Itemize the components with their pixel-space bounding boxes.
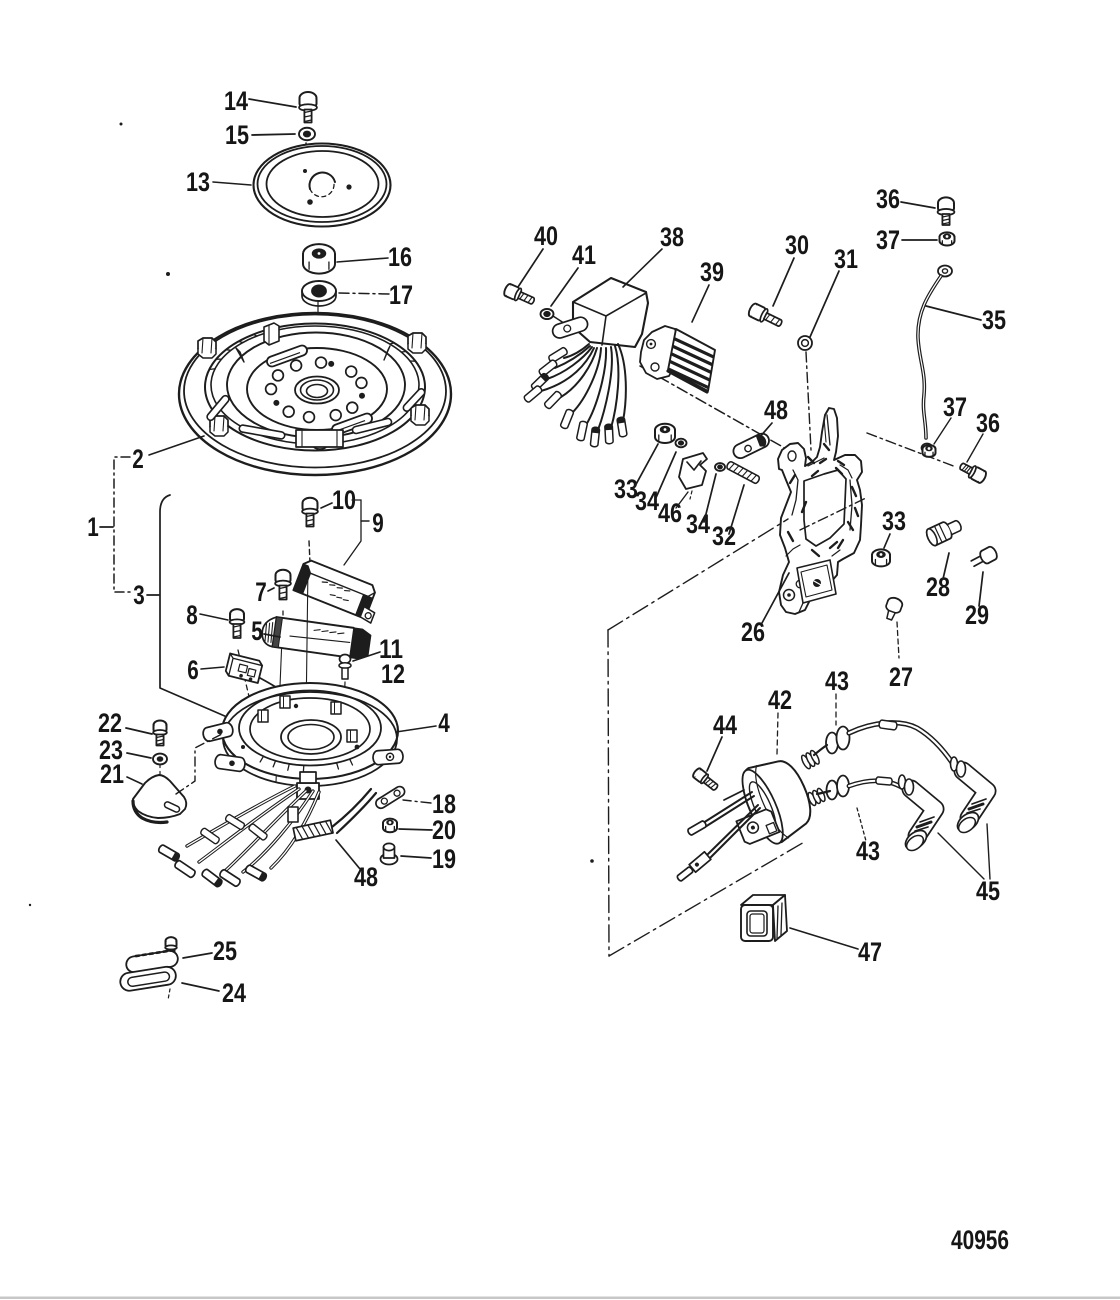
- svg-text:19: 19: [432, 844, 456, 874]
- svg-text:8: 8: [186, 600, 198, 630]
- svg-text:47: 47: [858, 937, 882, 967]
- svg-text:48: 48: [764, 395, 788, 425]
- svg-text:43: 43: [825, 666, 849, 696]
- svg-text:17: 17: [389, 280, 413, 310]
- svg-text:27: 27: [889, 662, 913, 692]
- svg-text:43: 43: [856, 836, 880, 866]
- svg-text:45: 45: [976, 876, 1000, 906]
- svg-text:33: 33: [882, 506, 906, 536]
- svg-text:5: 5: [251, 616, 263, 646]
- svg-text:1: 1: [87, 512, 99, 542]
- svg-text:11: 11: [379, 634, 403, 664]
- svg-text:26: 26: [741, 617, 765, 647]
- svg-text:35: 35: [982, 305, 1006, 335]
- svg-text:2: 2: [132, 444, 144, 474]
- svg-text:12: 12: [381, 659, 405, 689]
- svg-text:36: 36: [976, 408, 1000, 438]
- svg-text:39: 39: [700, 257, 724, 287]
- svg-text:21: 21: [100, 759, 124, 789]
- svg-text:14: 14: [224, 86, 248, 116]
- svg-text:37: 37: [943, 392, 967, 422]
- svg-text:38: 38: [660, 222, 684, 252]
- svg-text:6: 6: [187, 655, 199, 685]
- svg-text:41: 41: [572, 240, 596, 270]
- svg-text:40: 40: [534, 221, 558, 251]
- svg-text:20: 20: [432, 815, 456, 845]
- svg-text:34: 34: [635, 486, 659, 516]
- svg-text:36: 36: [876, 184, 900, 214]
- svg-text:23: 23: [99, 735, 123, 765]
- svg-text:44: 44: [713, 710, 737, 740]
- svg-text:22: 22: [98, 708, 122, 738]
- svg-text:29: 29: [965, 600, 989, 630]
- svg-text:37: 37: [876, 225, 900, 255]
- svg-text:33: 33: [614, 474, 638, 504]
- svg-text:16: 16: [388, 242, 412, 272]
- svg-text:42: 42: [768, 685, 792, 715]
- svg-text:30: 30: [785, 230, 809, 260]
- svg-text:31: 31: [834, 244, 858, 274]
- svg-text:13: 13: [186, 167, 210, 197]
- svg-text:7: 7: [255, 577, 267, 607]
- svg-text:46: 46: [658, 498, 682, 528]
- svg-text:3: 3: [133, 580, 145, 610]
- svg-text:25: 25: [213, 936, 237, 966]
- svg-text:18: 18: [432, 789, 456, 819]
- svg-text:15: 15: [225, 120, 249, 150]
- svg-text:40956: 40956: [951, 1225, 1009, 1255]
- svg-text:9: 9: [372, 508, 384, 538]
- svg-text:4: 4: [438, 708, 450, 738]
- svg-text:24: 24: [222, 978, 246, 1008]
- svg-text:28: 28: [926, 572, 950, 602]
